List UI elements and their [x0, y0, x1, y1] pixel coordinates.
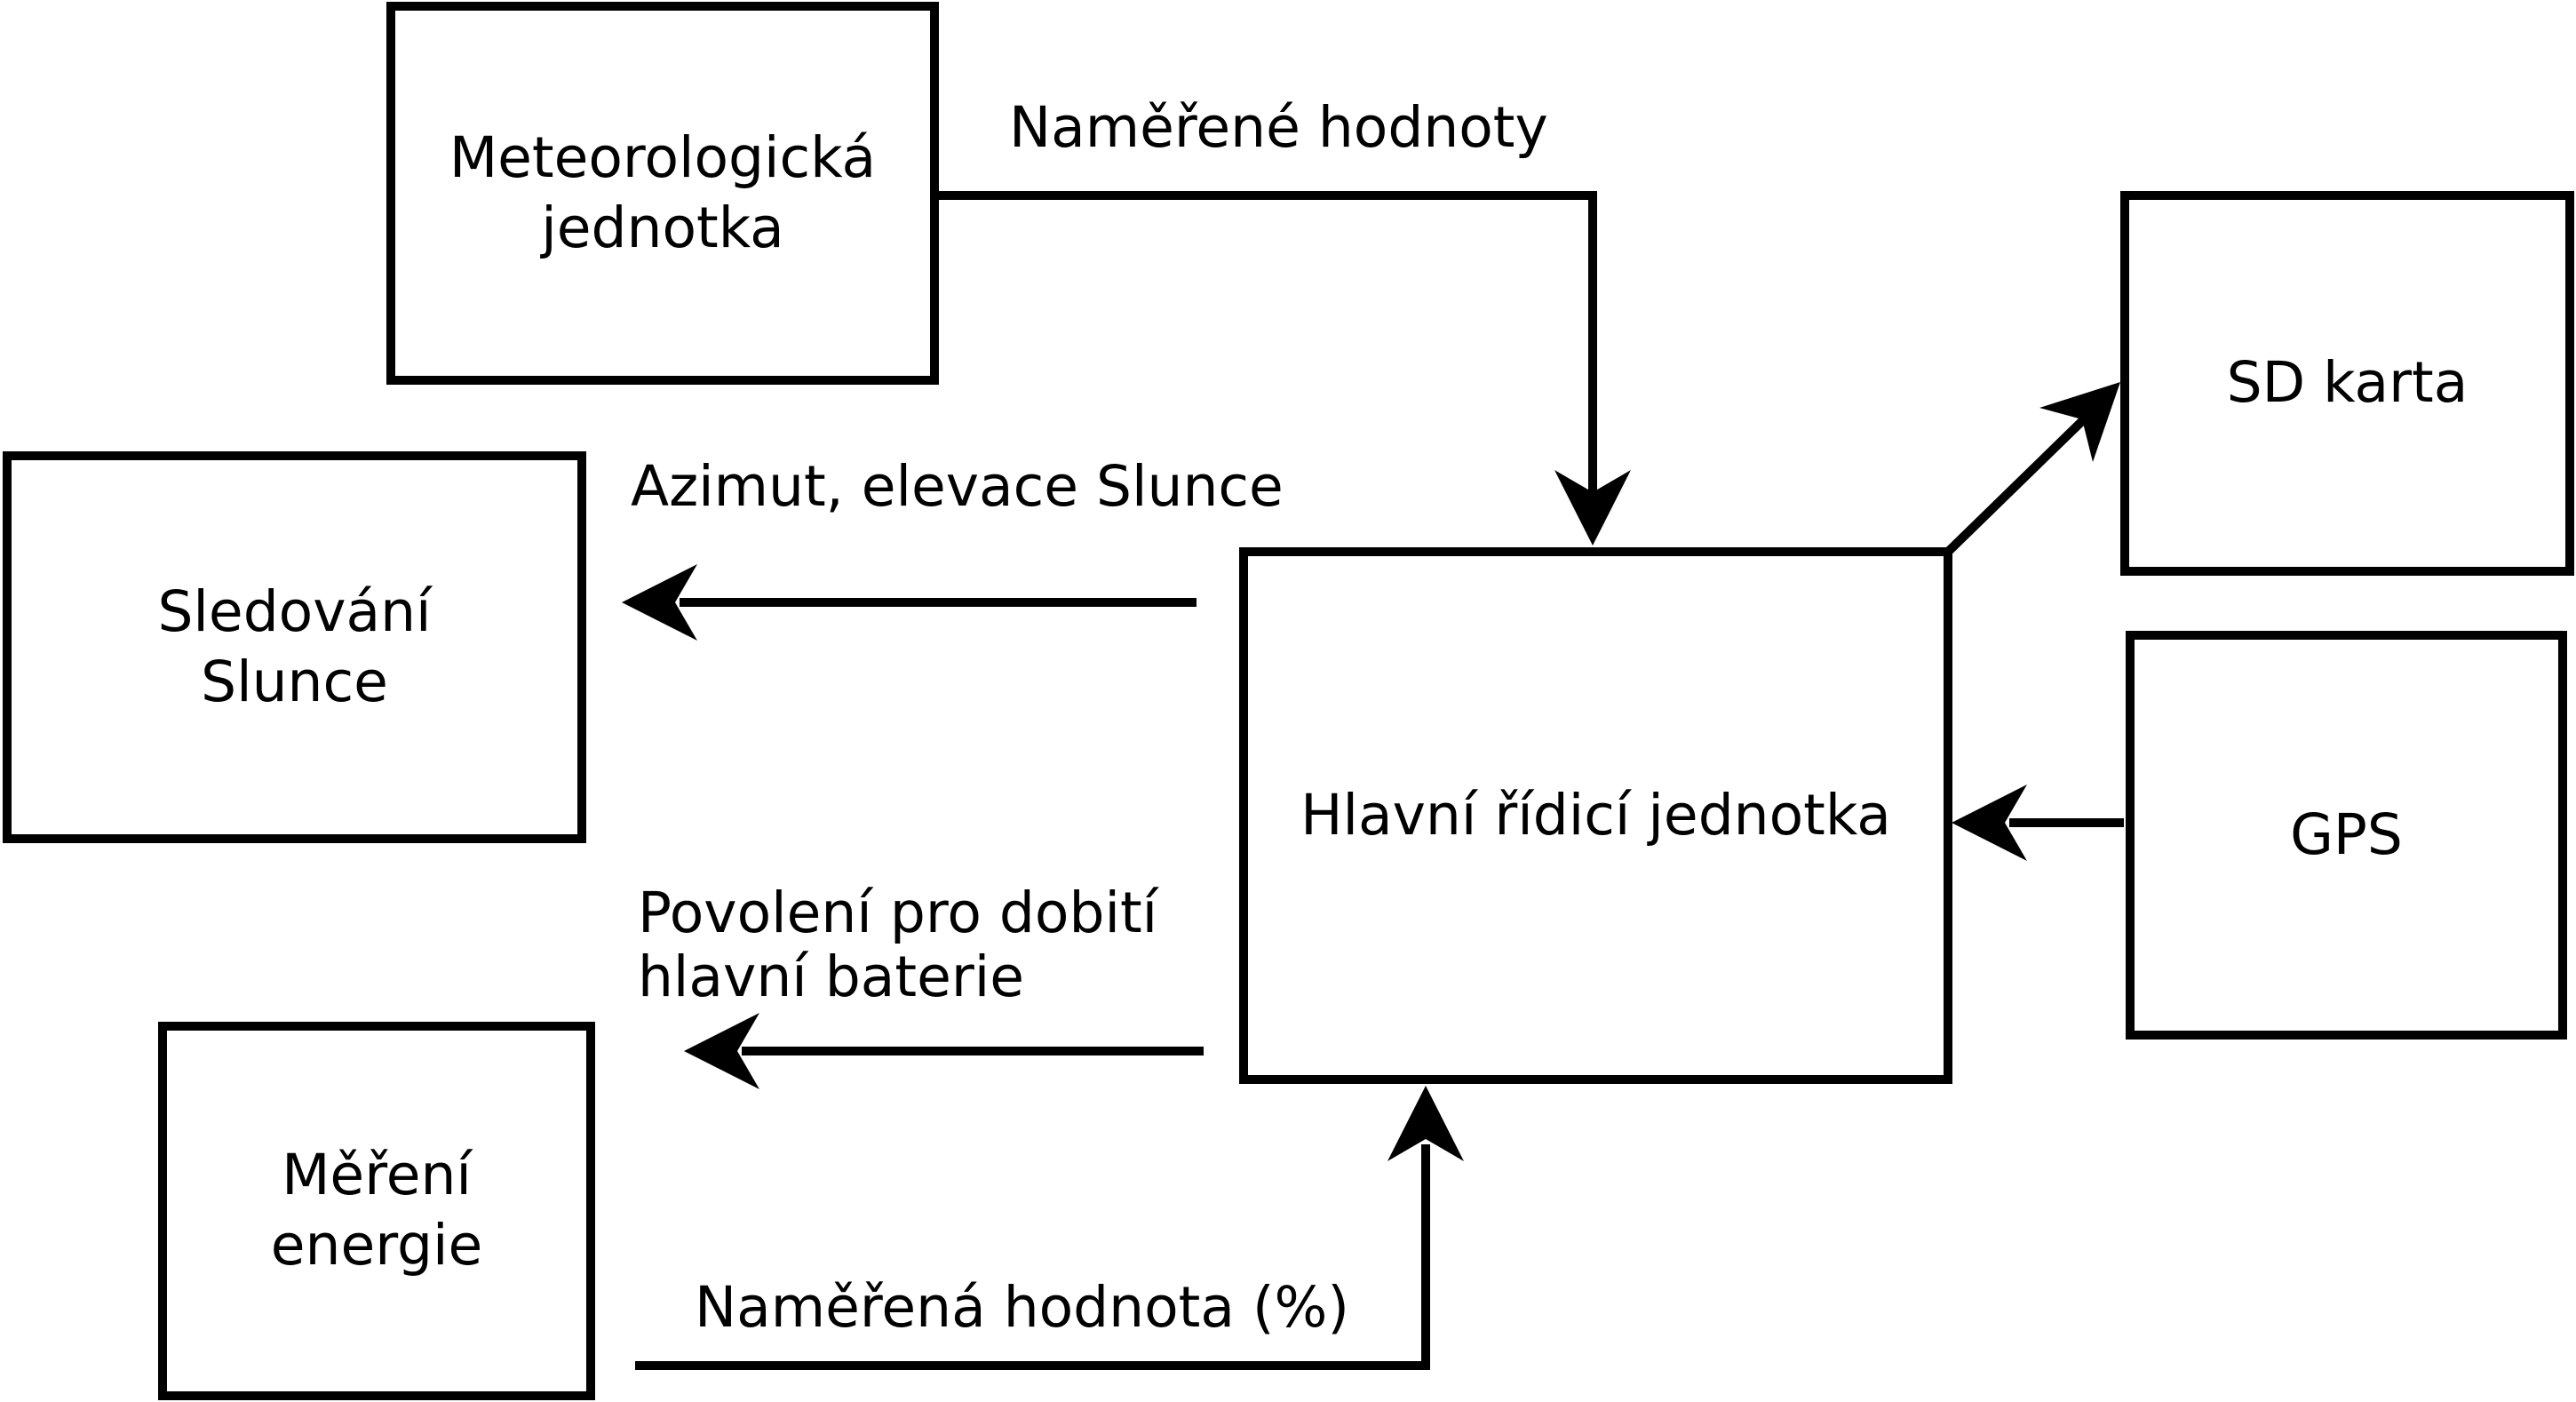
edge-hlavni-to-sd — [1942, 382, 2120, 558]
edge-meteo-to-hlavni — [930, 191, 1631, 546]
arrowhead-left-icon — [1952, 785, 2027, 861]
edge-hlavni-to-sledovani — [622, 564, 1197, 641]
edge-mereni-to-hlavni — [635, 1086, 1464, 1370]
arrowhead-left-icon — [622, 564, 697, 641]
edge-gps-to-hlavni — [1952, 785, 2124, 861]
node-gps: GPS — [2126, 631, 2567, 1040]
node-sledovani-slunce: Sledování Slunce — [3, 451, 586, 843]
node-label: Hlavní řídicí jednotka — [1300, 782, 1891, 848]
node-sd-karta: SD karta — [2120, 191, 2574, 576]
edge-label-namerena-hodnota: Naměřená hodnota (%) — [695, 1275, 1349, 1340]
arrowhead-left-icon — [684, 1013, 759, 1089]
node-label: SD karta — [2226, 350, 2469, 416]
arrowhead-up-right-icon — [2039, 382, 2120, 462]
edge-label-povoleni-pro-dobiti: Povolení pro dobití hlavní baterie — [638, 880, 1158, 1010]
node-label: GPS — [2290, 801, 2403, 867]
node-label: Sledování Slunce — [157, 578, 432, 714]
edge-label-azimut-elevace-slunce: Azimut, elevace Slunce — [631, 454, 1284, 519]
node-meteorologicka-jednotka: Meteorologická jednotka — [386, 2, 939, 385]
node-mereni-energie: Měření energie — [158, 1022, 595, 1400]
node-label: Měření energie — [270, 1143, 483, 1278]
node-hlavni-ridici-jednotka: Hlavní řídicí jednotka — [1239, 547, 1952, 1084]
node-label: Meteorologická jednotka — [449, 124, 877, 260]
arrowhead-down-icon — [1554, 470, 1631, 546]
arrowhead-up-icon — [1387, 1086, 1464, 1161]
edge-label-namerene-hodnoty: Naměřené hodnoty — [1009, 95, 1548, 160]
edge-hlavni-to-mereni — [684, 1013, 1204, 1089]
